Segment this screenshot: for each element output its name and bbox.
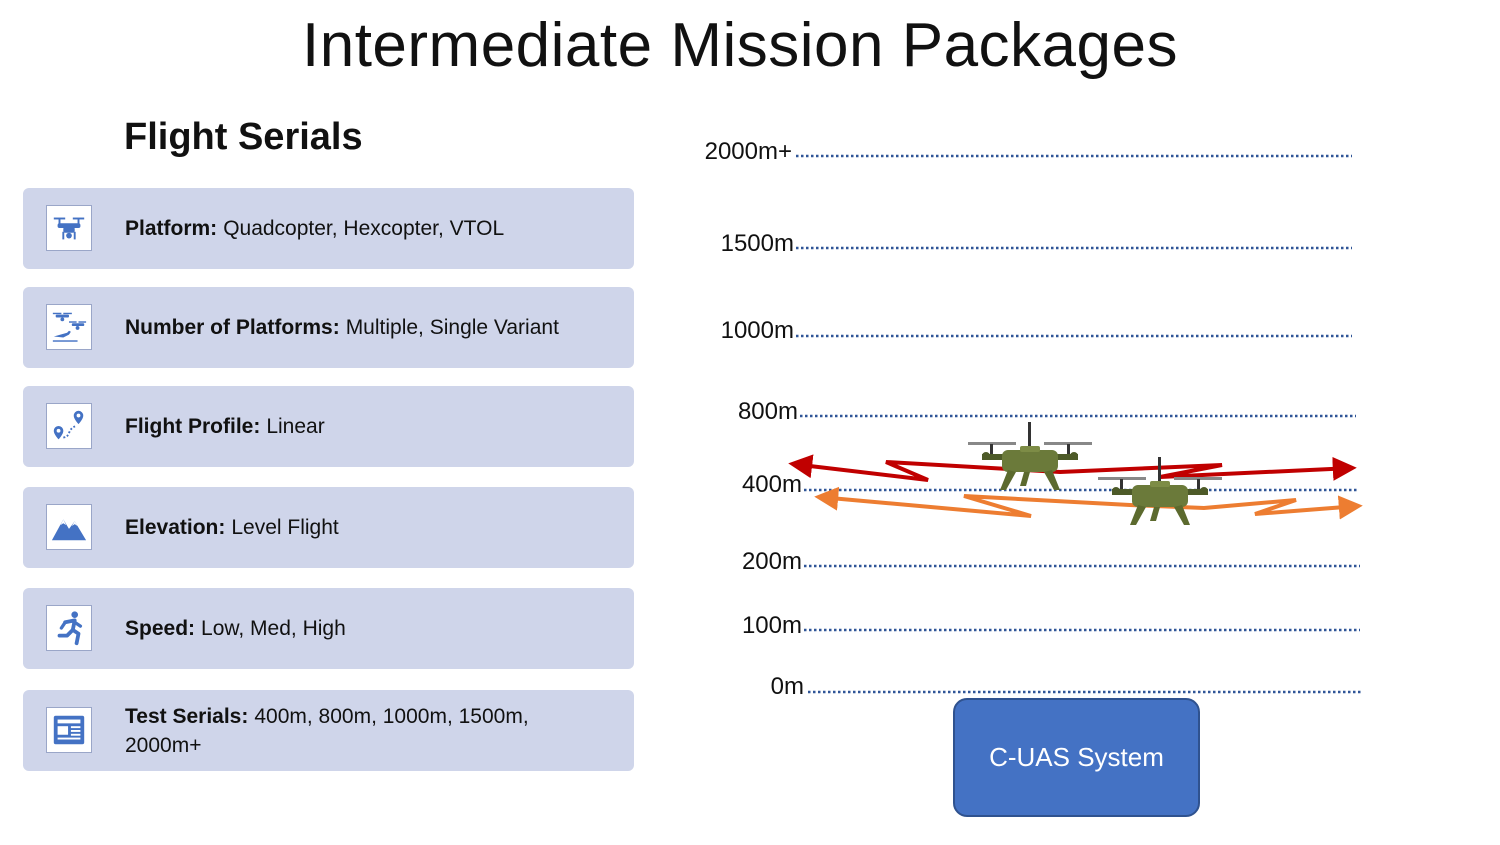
altitude-label-100: 100m bbox=[741, 612, 802, 639]
card-label: Platform: bbox=[125, 217, 218, 240]
card-value: Multiple, Single Variant bbox=[345, 316, 559, 339]
card-number-of-platforms: Number of Platforms:Multiple, Single Var… bbox=[23, 287, 634, 368]
card-platform: Platform:Quadcopter, Hexcopter, VTOL bbox=[23, 188, 634, 269]
mountain-icon bbox=[46, 504, 92, 550]
card-label: Elevation: bbox=[125, 516, 226, 539]
card-value: Low, Med, High bbox=[201, 617, 346, 640]
section-heading: Flight Serials bbox=[124, 116, 363, 158]
card-value: Quadcopter, Hexcopter, VTOL bbox=[223, 217, 505, 240]
card-speed: Speed:Low, Med, High bbox=[23, 588, 634, 669]
altitude-label-200: 200m bbox=[741, 548, 802, 575]
altitude-lines bbox=[796, 154, 1362, 694]
c-uas-system-box: C-UAS System bbox=[953, 698, 1200, 817]
card-flight-profile: Flight Profile:Linear bbox=[23, 386, 634, 467]
newspaper-icon bbox=[46, 707, 92, 753]
drone-icon bbox=[46, 205, 92, 251]
card-test-serials: Test Serials:400m, 800m, 1000m, 1500m, 2… bbox=[23, 690, 634, 771]
multiple-aircraft-icon bbox=[46, 304, 92, 350]
altitude-label-0: 0m bbox=[770, 673, 804, 700]
card-value: Linear bbox=[266, 415, 325, 438]
card-label: Flight Profile: bbox=[125, 415, 261, 438]
card-label: Test Serials: bbox=[125, 704, 249, 728]
altitude-label-1500: 1500m bbox=[720, 230, 794, 257]
altitude-label-2000: 2000m+ bbox=[704, 138, 792, 165]
card-value: Level Flight bbox=[231, 516, 339, 539]
altitude-label-800: 800m bbox=[737, 398, 798, 425]
running-person-icon bbox=[46, 605, 92, 651]
red-flight-path-arrow bbox=[788, 454, 1357, 482]
card-elevation: Elevation:Level Flight bbox=[23, 487, 634, 568]
card-label: Number of Platforms: bbox=[125, 316, 340, 339]
altitude-label-1000: 1000m bbox=[720, 317, 794, 344]
card-label: Speed: bbox=[125, 617, 196, 640]
page-title: Intermediate Mission Packages bbox=[301, 11, 1179, 80]
card-value: 400m, 800m, 1000m, 1500m, 2000m+ bbox=[125, 704, 529, 757]
route-pin-icon bbox=[46, 403, 92, 449]
orange-flight-path-arrow bbox=[814, 486, 1363, 520]
drone-upper bbox=[968, 422, 1092, 490]
